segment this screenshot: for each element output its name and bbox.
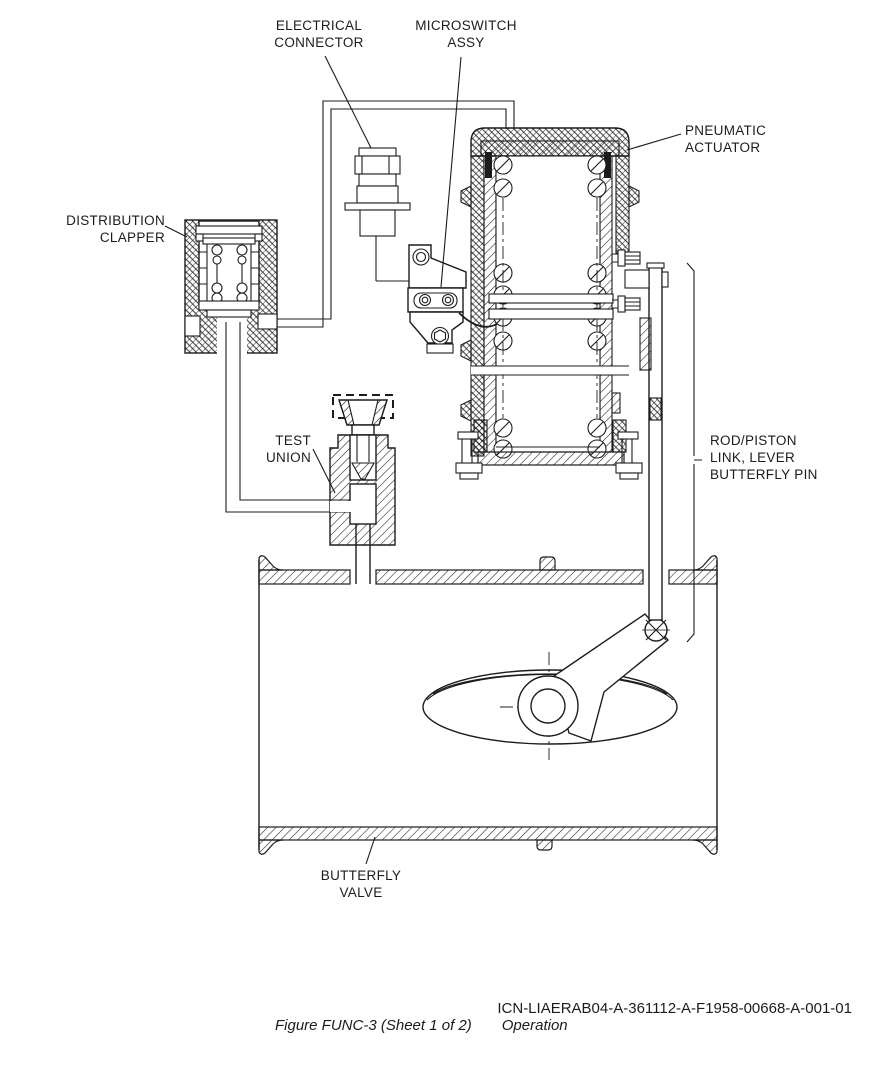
test-union-drawing	[329, 394, 396, 584]
figure-caption-title: Operation	[501, 1017, 568, 1034]
butterfly-lever	[553, 613, 670, 742]
actuator-side-bolts	[612, 249, 669, 371]
pneumatic-actuator-drawing	[455, 127, 669, 480]
microswitch-assy-drawing	[388, 244, 498, 354]
tubing-conduit	[272, 100, 515, 328]
label-microswitch-assy: MICROSWITCH ASSY	[415, 18, 517, 50]
label-rod-piston-link: ROD/PISTON LINK, LEVER BUTTERFLY PIN	[710, 433, 818, 482]
butterfly-valve-drawing	[258, 555, 718, 855]
microswitch-wire	[458, 312, 498, 328]
distribution-clapper-drawing	[184, 219, 352, 513]
figure-caption-number: Figure FUNC-3 (Sheet 1 of 2)	[275, 1017, 472, 1034]
rod-label-bracket	[686, 262, 702, 643]
icn-number: ICN-LIAERAB04-A-361112-A-F1958-00668-A-0…	[497, 1000, 852, 1017]
leader-lines	[164, 55, 702, 865]
label-electrical-connector: ELECTRICAL CONNECTOR	[274, 18, 364, 50]
label-pneumatic-actuator: PNEUMATIC ACTUATOR	[685, 123, 767, 155]
label-distribution-clapper: DISTRIBUTION CLAPPER	[66, 213, 165, 245]
actuator-flange-bolts	[455, 431, 643, 480]
rod-piston-link-drawing	[646, 262, 665, 621]
electrical-connector-drawing	[344, 147, 411, 282]
label-butterfly-valve: BUTTERFLY VALVE	[320, 868, 402, 900]
label-test-union: TEST UNION	[266, 433, 311, 465]
figure-caption: Figure FUNC-3 (Sheet 1 of 2) Operation	[275, 1017, 568, 1034]
